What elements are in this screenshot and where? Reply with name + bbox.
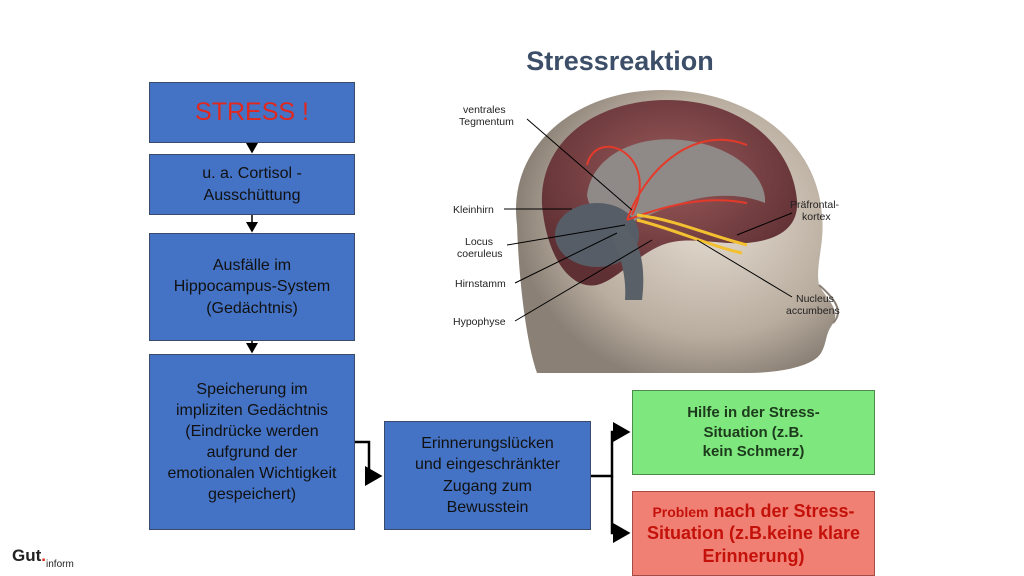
pathway-red-3 — [586, 145, 641, 216]
label-locus-2: coeruleus — [457, 248, 503, 260]
arrow-implicit-gaps — [355, 440, 383, 486]
arrow-gaps-help — [591, 422, 631, 478]
label-locus-1: Locus — [465, 236, 493, 248]
logo-main: Gut — [12, 546, 42, 565]
logo-dot: . — [41, 546, 47, 565]
leader-hypophyse — [514, 239, 653, 322]
arrow-gaps-problem — [610, 476, 631, 543]
brain-illustration: ventrales Tegmentum Kleinhirn Locus coer… — [453, 90, 840, 373]
hippocampus-box: Ausfälle im Hippocampus-System (Gedächtn… — [149, 233, 355, 341]
label-pfc-1: Präfrontal- — [790, 199, 840, 211]
leader-vta — [526, 118, 633, 211]
stress-text: STRESS ! — [195, 98, 309, 126]
problem-text: Problem nach der Stress- Situation (z.B.… — [647, 500, 860, 568]
pathway-yellow-1 — [636, 213, 748, 247]
logo-sub: inform — [46, 559, 74, 570]
implicit-memory-box: Speicherung im impliziten Gedächtnis (Ei… — [149, 354, 355, 530]
pathway-red-2 — [626, 138, 748, 221]
problem-prefix: Problem — [652, 503, 709, 520]
problem-rest: nach der Stress- Situation (z.B.keine kl… — [646, 500, 861, 566]
brainstem-shape — [612, 225, 644, 300]
cortisol-text: u. a. Cortisol - Ausschüttung — [202, 165, 302, 204]
label-hypophyse: Hypophyse — [453, 316, 506, 328]
leader-nucleus — [696, 239, 793, 298]
memory-gaps-text: Erinnerungslücken und eingeschränkter Zu… — [415, 435, 560, 516]
label-vta-1: ventrales — [463, 104, 506, 116]
pathway-yellow-2 — [636, 218, 743, 255]
stress-box: STRESS ! — [149, 82, 355, 143]
memory-gaps-box: Erinnerungslücken und eingeschränkter Zu… — [384, 421, 591, 530]
label-vta-2: Tegmentum — [459, 116, 514, 128]
leader-hirnstamm — [514, 232, 618, 284]
brand-logo: Gut.inform — [12, 546, 74, 570]
label-nucleus-1: Nucleus — [796, 293, 834, 305]
help-text: Hilfe in der Stress- Situation (z.B. kei… — [687, 403, 820, 461]
label-hirnstamm: Hirnstamm — [455, 278, 506, 290]
cortisol-box: u. a. Cortisol - Ausschüttung — [149, 154, 355, 215]
label-kleinhirn: Kleinhirn — [453, 204, 494, 216]
leader-pfc — [736, 212, 793, 236]
hippocampus-text: Ausfälle im Hippocampus-System (Gedächtn… — [173, 257, 331, 317]
nose-shape — [818, 284, 839, 324]
help-box: Hilfe in der Stress- Situation (z.B. kei… — [632, 390, 875, 475]
label-nucleus-2: accumbens — [786, 305, 840, 317]
label-pfc-2: kortex — [802, 211, 831, 223]
implicit-memory-text: Speicherung im impliziten Gedächtnis (Ei… — [167, 380, 337, 504]
page-title: Stressreaktion — [526, 46, 714, 76]
leader-locus — [506, 224, 626, 246]
problem-box: Problem nach der Stress- Situation (z.B.… — [632, 491, 875, 576]
